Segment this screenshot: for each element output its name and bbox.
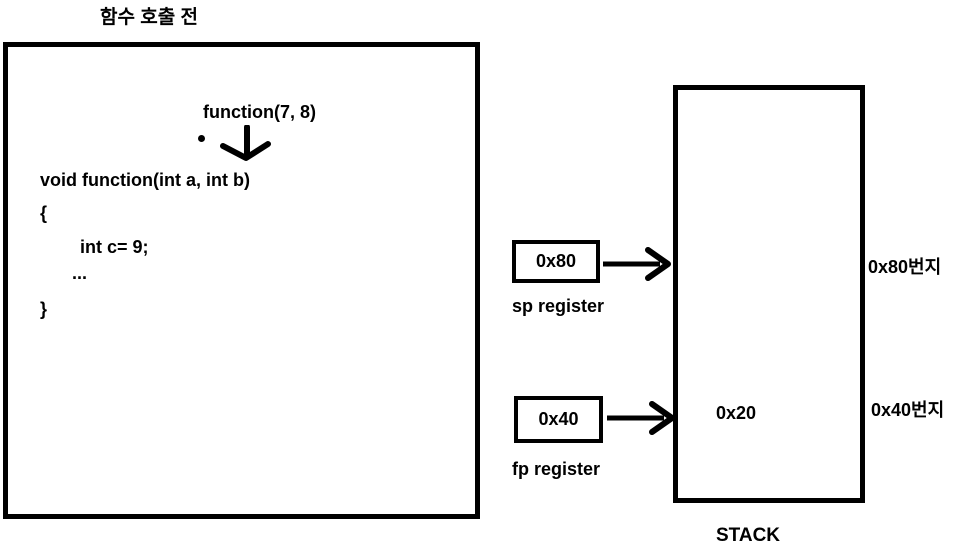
fp-register-value: 0x40 bbox=[538, 409, 579, 429]
arrow-right-icon bbox=[606, 401, 678, 435]
arrow-down-icon bbox=[218, 125, 272, 167]
stack-address-bottom: 0x40번지 bbox=[871, 400, 945, 420]
code-line: { bbox=[40, 203, 48, 223]
fp-register-box: 0x40 bbox=[514, 396, 603, 443]
stack-cell-value: 0x20 bbox=[716, 403, 757, 423]
stack-box bbox=[673, 85, 865, 503]
diagram-title: 함수 호출 전 bbox=[100, 7, 198, 28]
function-call-expression: function(7, 8) bbox=[203, 102, 316, 122]
code-line: void function(int a, int b) bbox=[40, 170, 250, 190]
sp-register-value: 0x80 bbox=[535, 251, 577, 271]
code-line: int c= 9; bbox=[80, 237, 149, 257]
code-line: ... bbox=[72, 263, 88, 283]
stack-address-top: 0x80번지 bbox=[868, 257, 942, 277]
fp-register-label: fp register bbox=[512, 459, 601, 479]
arrow-right-icon bbox=[602, 247, 674, 281]
bullet-dot bbox=[198, 135, 205, 142]
sp-register-box: 0x80 bbox=[512, 240, 600, 283]
sp-register-label: sp register bbox=[512, 296, 605, 316]
code-line: } bbox=[40, 299, 48, 319]
code-box bbox=[3, 42, 480, 519]
stack-label: STACK bbox=[716, 525, 781, 546]
